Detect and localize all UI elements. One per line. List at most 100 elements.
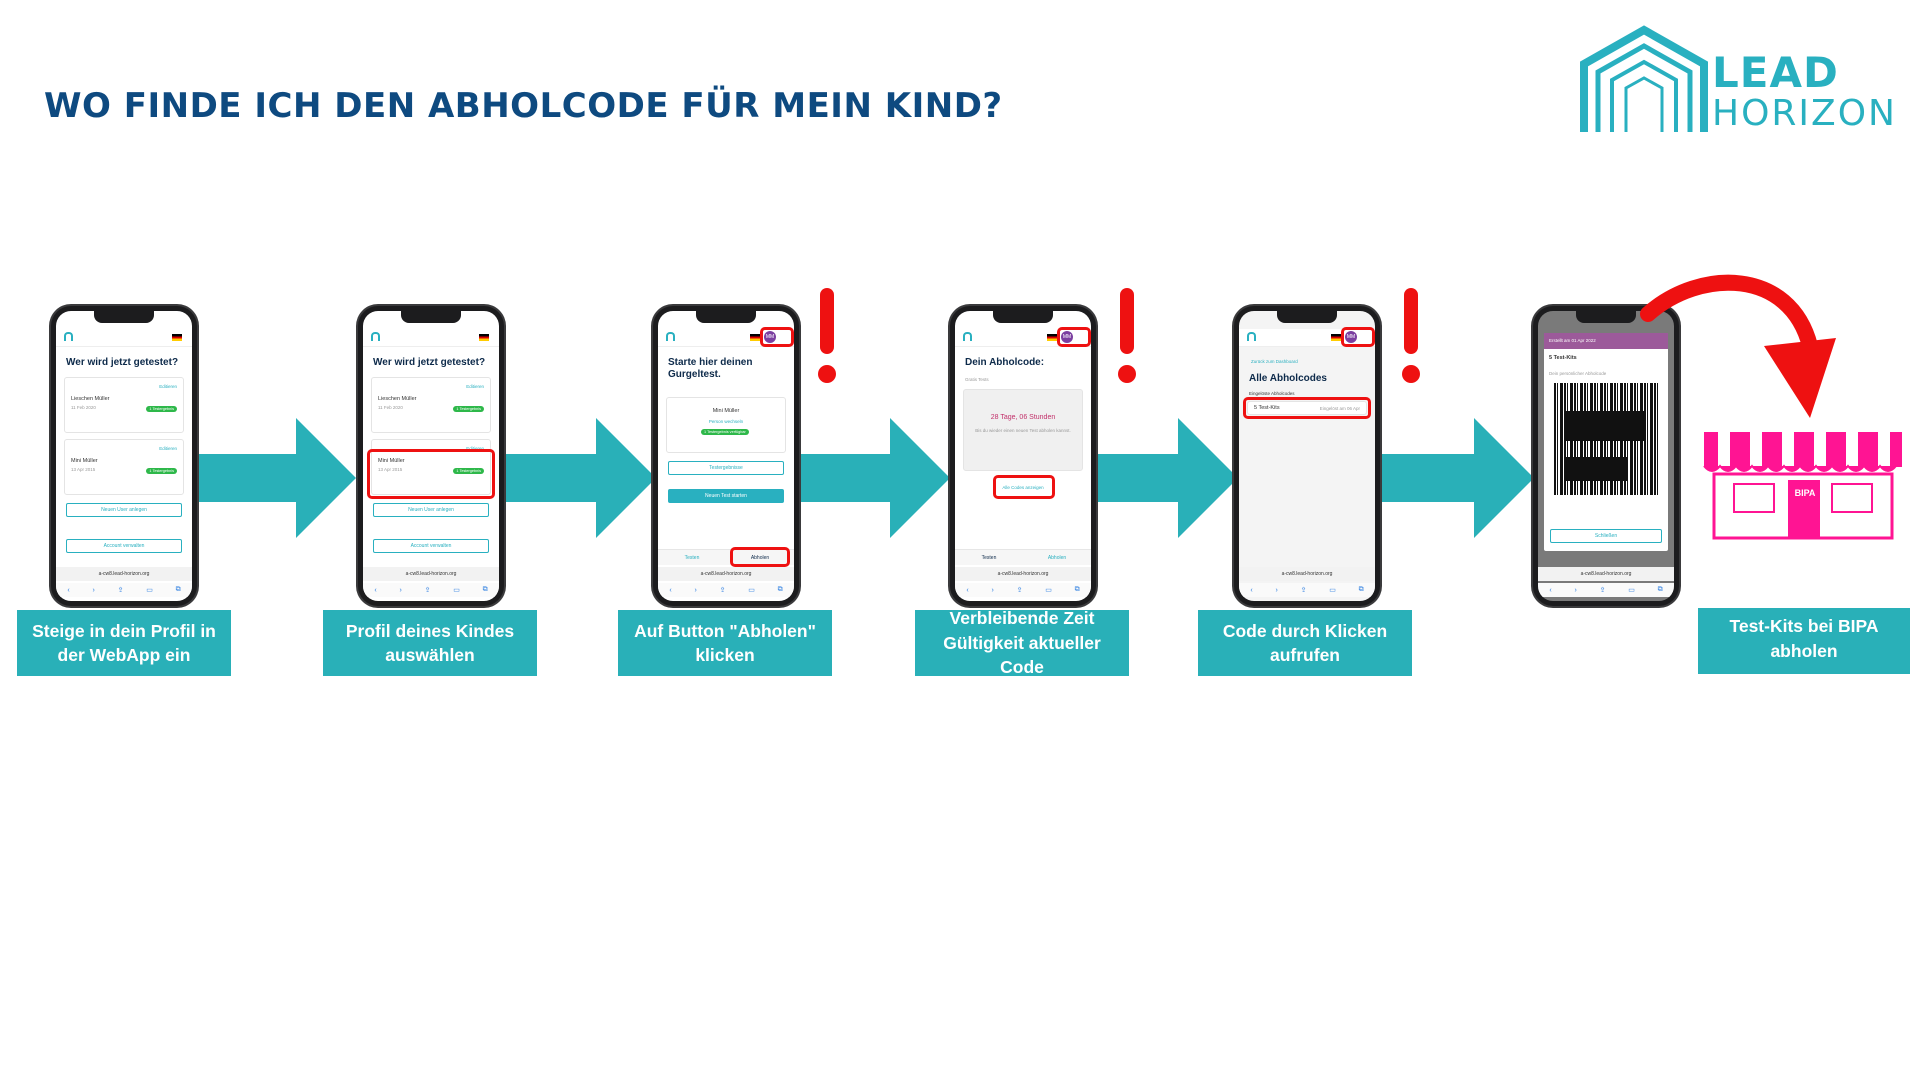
manage-account-button[interactable]: Account verwalten [66,539,182,553]
flag-de-icon[interactable] [750,334,760,341]
modal-subtitle: Dein persönlicher Abholcode [1549,371,1607,376]
logo-text-lead: LEAD [1712,48,1839,97]
home-icon[interactable] [666,332,675,341]
all-codes-link[interactable]: Alle Codes anzeigen [1002,485,1044,490]
back-icon[interactable]: ‹ [374,586,377,594]
avatar[interactable]: MM [764,331,776,343]
add-user-button[interactable]: Neuen User anlegen [66,503,182,517]
edit-link[interactable]: Editieren [159,384,177,389]
forward-icon[interactable]: › [399,586,402,594]
share-icon[interactable]: ⇪ [1016,587,1023,594]
address-bar[interactable]: a-cw8.lead-horizon.org [56,567,192,581]
book-icon[interactable]: ▭ [1329,587,1336,594]
phone-step-6: Erstellt am 01 Apr 2022 5 Test-Kits Dein… [1533,306,1679,606]
highlight-avatar [1341,327,1375,347]
edit-link[interactable]: Editieren [466,384,484,389]
phone-screen: MM Dein Abholcode: Gratis Tests 28 Tage,… [955,311,1091,601]
user-card[interactable]: Mini Müller 13 Apr 2015 Editieren 1 Test… [371,439,491,495]
user-card[interactable]: Lieschen Müller 11 Feb 2020 Editieren 1 … [64,377,184,433]
tab-pickup[interactable]: Abholen [1047,555,1067,561]
remaining-time: 28 Tage, 06 Stunden [990,414,1056,421]
modal-header: Erstellt am 01 Apr 2022 [1544,333,1668,349]
address-bar[interactable]: a-cw8.lead-horizon.org [1239,567,1375,581]
tabs-icon[interactable]: ⧉ [482,586,488,593]
book-icon[interactable]: ▭ [1628,587,1635,594]
forward-icon[interactable]: › [1574,586,1577,594]
book-icon[interactable]: ▭ [146,587,153,594]
tabs-icon[interactable]: ⧉ [1074,586,1080,593]
avatar[interactable]: MM [1061,331,1073,343]
browser-nav: ‹ › ⇪ ▭ ⧉ [955,583,1091,597]
person-card[interactable]: Mini Müller Person wechseln 1 Testergebn… [666,397,786,453]
barcode-block [1566,411,1646,441]
code-modal: Erstellt am 01 Apr 2022 5 Test-Kits Dein… [1544,333,1668,551]
flag-de-icon[interactable] [1331,334,1341,341]
exclamation-icon [1118,288,1136,383]
person-name: Mini Müller [712,408,740,414]
tabs-icon[interactable]: ⧉ [1657,586,1663,593]
address-bar[interactable]: a-cw8.lead-horizon.org [363,567,499,581]
status-badge: 1 Testergebnis [146,468,177,474]
start-test-button[interactable]: Neuen Test starten [668,489,784,503]
phone-step-5: MM Zurück zum Dashboard Alle Abholcodes … [1234,306,1380,606]
back-link[interactable]: Zurück zum Dashboard [1251,359,1298,364]
flow-arrow-2 [500,418,656,538]
tab-pickup[interactable]: Abholen [750,555,770,561]
flag-de-icon[interactable] [1047,334,1057,341]
share-icon[interactable]: ⇪ [1300,587,1307,594]
share-icon[interactable]: ⇪ [117,587,124,594]
edit-link[interactable]: Editieren [466,446,484,451]
home-icon[interactable] [371,332,380,341]
home-icon[interactable] [963,332,972,341]
step-label-3: Auf Button "Abholen" klicken [618,610,832,676]
address-bar[interactable]: a-cw8.lead-horizon.org [658,567,794,581]
tab-test[interactable]: Testen [981,555,997,561]
tab-test[interactable]: Testen [684,555,700,561]
back-icon[interactable]: ‹ [67,586,70,594]
code-list-item[interactable]: 5 Test-Kits Eingelöst am 06 Apr [1247,401,1367,415]
close-button[interactable]: Schließen [1550,529,1662,543]
status-badge: 1 Testergebnis verfügbar [701,429,749,435]
forward-icon[interactable]: › [991,586,994,594]
shop-sign: BIPA [1794,488,1816,498]
address-bar[interactable]: a-cw8.lead-horizon.org [955,567,1091,581]
tabs-icon[interactable]: ⧉ [175,586,181,593]
forward-icon[interactable]: › [92,586,95,594]
address-bar[interactable]: a-cw8.lead-horizon.org [1538,567,1674,581]
phone-screen: Wer wird jetzt getestet? Lieschen Müller… [363,311,499,601]
user-card[interactable]: Mini Müller 13 Apr 2015 Editieren 1 Test… [64,439,184,495]
add-user-button[interactable]: Neuen User anlegen [373,503,489,517]
switch-person-link[interactable]: Person wechseln [708,419,744,424]
avatar[interactable]: MM [1345,331,1357,343]
test-results-button[interactable]: Testergebnisse [668,461,784,475]
user-card[interactable]: Lieschen Müller 11 Feb 2020 Editieren 1 … [371,377,491,433]
home-icon[interactable] [64,332,73,341]
browser-nav: ‹ › ⇪ ▭ ⧉ [1538,583,1674,597]
flag-de-icon[interactable] [479,334,489,341]
screen-heading: Wer wird jetzt getestet? [373,357,486,368]
flag-de-icon[interactable] [172,334,182,341]
forward-icon[interactable]: › [1275,586,1278,594]
back-icon[interactable]: ‹ [1250,586,1253,594]
back-icon[interactable]: ‹ [1549,586,1552,594]
user-name: Lieschen Müller [378,396,417,402]
status-badge: 1 Testergebnis [453,468,484,474]
share-icon[interactable]: ⇪ [1599,587,1606,594]
edit-link[interactable]: Editieren [159,446,177,451]
back-icon[interactable]: ‹ [966,586,969,594]
book-icon[interactable]: ▭ [453,587,460,594]
book-icon[interactable]: ▭ [748,587,755,594]
share-icon[interactable]: ⇪ [719,587,726,594]
tabs-icon[interactable]: ⧉ [777,586,783,593]
user-date: 11 Feb 2020 [71,405,96,410]
share-icon[interactable]: ⇪ [424,587,431,594]
back-icon[interactable]: ‹ [669,586,672,594]
manage-account-button[interactable]: Account verwalten [373,539,489,553]
forward-icon[interactable]: › [694,586,697,594]
tabs-icon[interactable]: ⧉ [1358,586,1364,593]
book-icon[interactable]: ▭ [1045,587,1052,594]
home-icon[interactable] [1247,332,1256,341]
barcode-block [1566,457,1628,481]
browser-nav: ‹ › ⇪ ▭ ⧉ [1239,583,1375,597]
highlight-avatar [760,327,794,347]
